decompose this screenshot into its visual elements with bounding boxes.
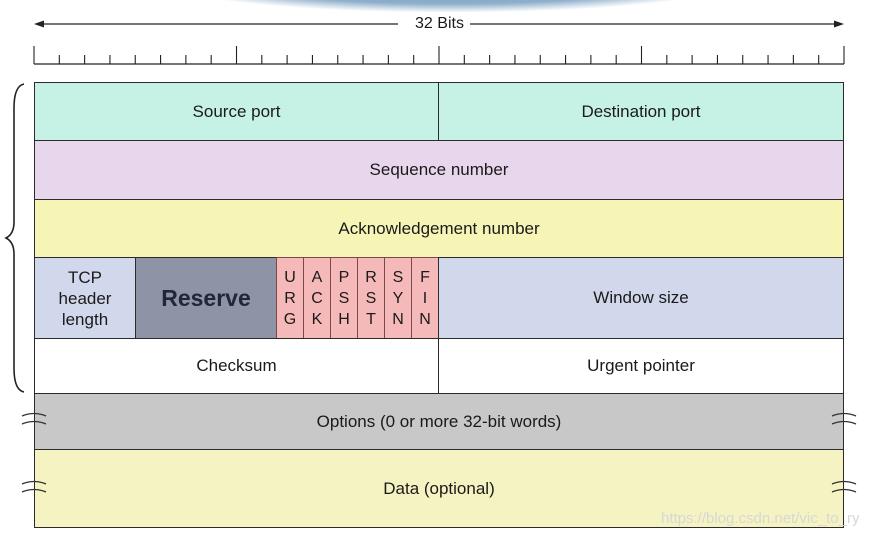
flag-psh: P S H <box>330 257 358 339</box>
watermark: https://blog.csdn.net/vic_to_ry <box>661 510 860 527</box>
data-field: Data (optional) <box>34 449 844 528</box>
checksum-label: Checksum <box>196 356 277 375</box>
window-size-field: Window size <box>438 257 844 339</box>
reserve-label: Reserve <box>161 284 251 311</box>
flag-letter: K <box>311 310 323 328</box>
tcp-header-length-line: length <box>61 309 109 329</box>
source-port-label: Source port <box>192 101 281 121</box>
flag-letter: N <box>419 310 431 328</box>
flag-letter: F <box>420 268 430 286</box>
flag-letter: N <box>392 310 404 328</box>
urgent-pointer-label: Urgent pointer <box>587 356 695 375</box>
bit-ruler <box>33 46 845 65</box>
header-brace <box>4 83 25 393</box>
flag-letter: S <box>365 289 377 307</box>
flag-letter: U <box>284 268 296 286</box>
flag-letter: A <box>311 268 323 286</box>
source-port-field: Source port <box>34 82 439 141</box>
flag-letter: Y <box>392 289 404 307</box>
sequence-number-field: Sequence number <box>34 140 844 200</box>
flag-letter: H <box>338 310 350 328</box>
options-field: Options (0 or more 32-bit words) <box>34 393 844 450</box>
sequence-number-label: Sequence number <box>369 160 509 179</box>
window-size-label: Window size <box>593 288 689 307</box>
options-label: Options (0 or more 32-bit words) <box>316 411 562 431</box>
flag-letter: G <box>283 310 297 328</box>
flag-letter: S <box>392 268 404 286</box>
tcp-header-length-line: header <box>58 288 112 308</box>
checksum-field: Checksum <box>34 338 439 394</box>
data-label: Data (optional) <box>383 478 495 498</box>
break-mark-right-options <box>831 412 857 425</box>
flag-fin: F I N <box>411 257 439 339</box>
bits-arrow-right-head <box>834 20 844 28</box>
flag-letter: P <box>338 268 350 286</box>
bits-arrow-left-head <box>34 20 44 28</box>
bits-label: 32 Bits <box>0 14 879 34</box>
tcp-header-length-line: TCP <box>68 267 102 287</box>
reserve-field: Reserve <box>135 257 277 339</box>
header-banner <box>150 0 750 12</box>
flag-letter: R <box>284 289 296 307</box>
flag-letter: R <box>365 268 377 286</box>
tcp-header-length-field: TCP header length <box>34 257 136 339</box>
break-mark-left-options <box>21 412 47 425</box>
destination-port-label: Destination port <box>581 101 701 121</box>
flag-letter: C <box>311 289 323 307</box>
break-mark-right-data <box>831 480 857 493</box>
flag-letter: S <box>338 289 350 307</box>
destination-port-field: Destination port <box>438 82 844 141</box>
flag-rst: R S T <box>357 257 385 339</box>
bits-label-text: 32 Bits <box>410 15 469 32</box>
acknowledgement-number-field: Acknowledgement number <box>34 199 844 258</box>
acknowledgement-number-label: Acknowledgement number <box>338 218 540 238</box>
flag-letter: T <box>366 310 376 328</box>
break-mark-left-data <box>21 480 47 493</box>
flag-letter: I <box>422 289 428 307</box>
